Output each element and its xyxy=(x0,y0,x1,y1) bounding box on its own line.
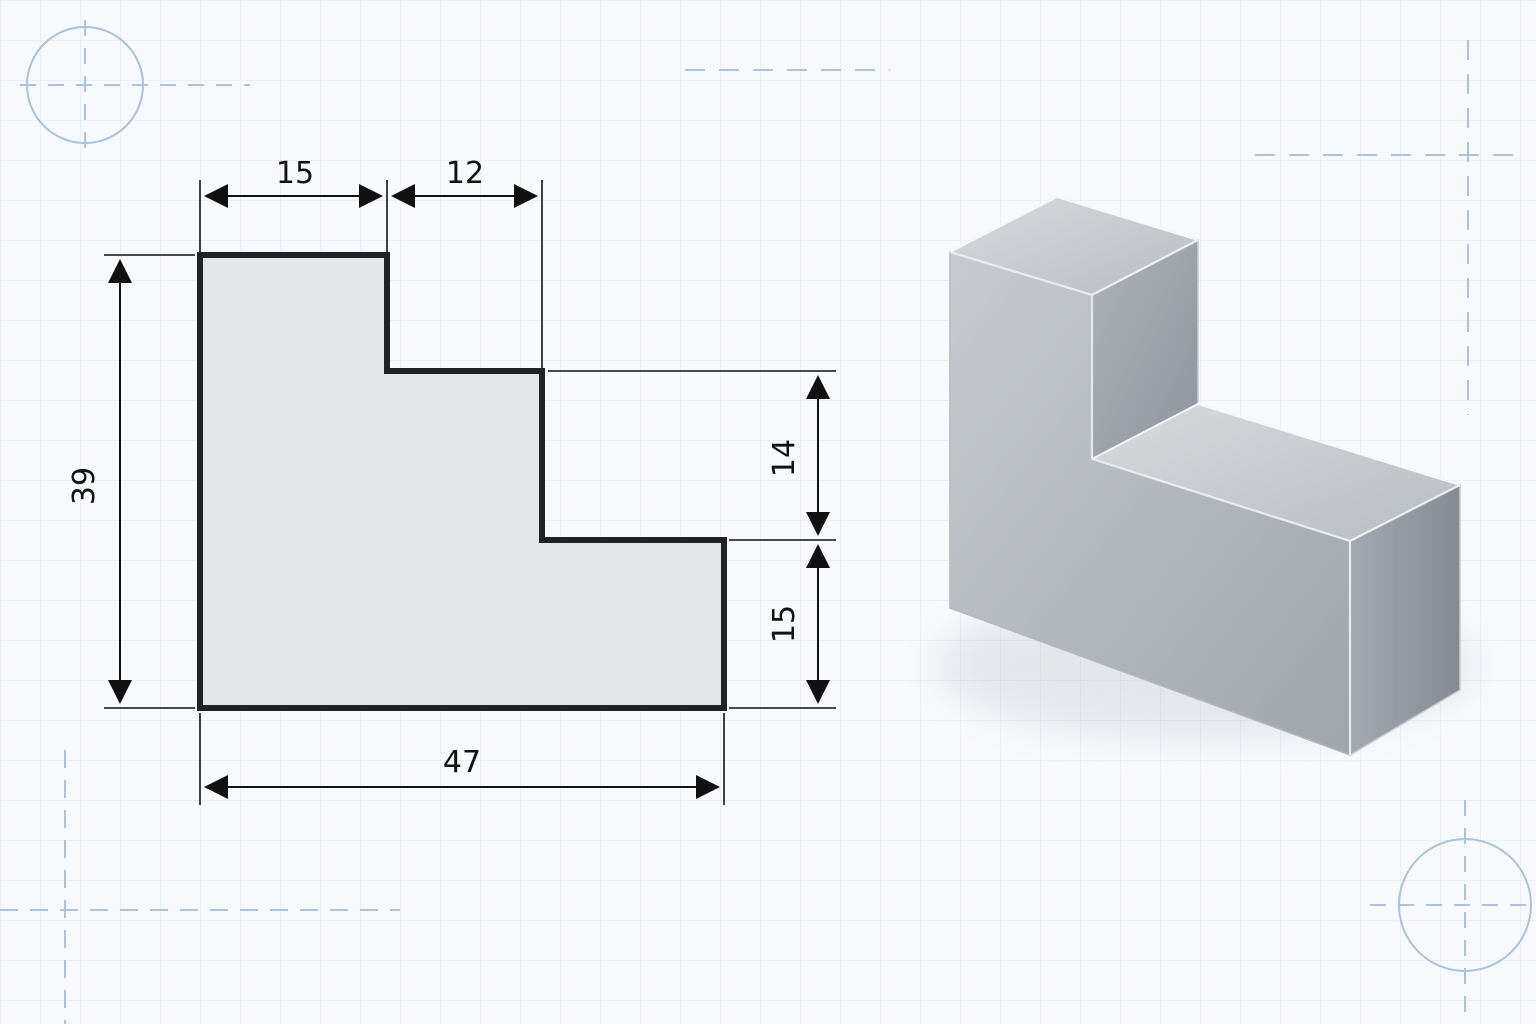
bottom-step-height-label: 15 xyxy=(767,605,802,643)
extension-lines xyxy=(104,180,836,805)
top-step-width-label: 12 xyxy=(446,156,484,191)
total-height-label: 39 xyxy=(67,467,102,505)
middle-step-height-label: 14 xyxy=(767,439,802,477)
3d-stepped-metal-block xyxy=(935,195,1475,757)
top-left-width-label: 15 xyxy=(276,156,314,191)
dimension-lines xyxy=(108,184,830,799)
construction-marks xyxy=(0,20,1536,1024)
total-width-label: 47 xyxy=(443,745,481,780)
stepped-profile-outline xyxy=(197,252,727,711)
stepped-profile-drawing: 15 12 39 14 15 47 xyxy=(67,156,836,805)
model-edge-highlights xyxy=(949,239,1461,755)
